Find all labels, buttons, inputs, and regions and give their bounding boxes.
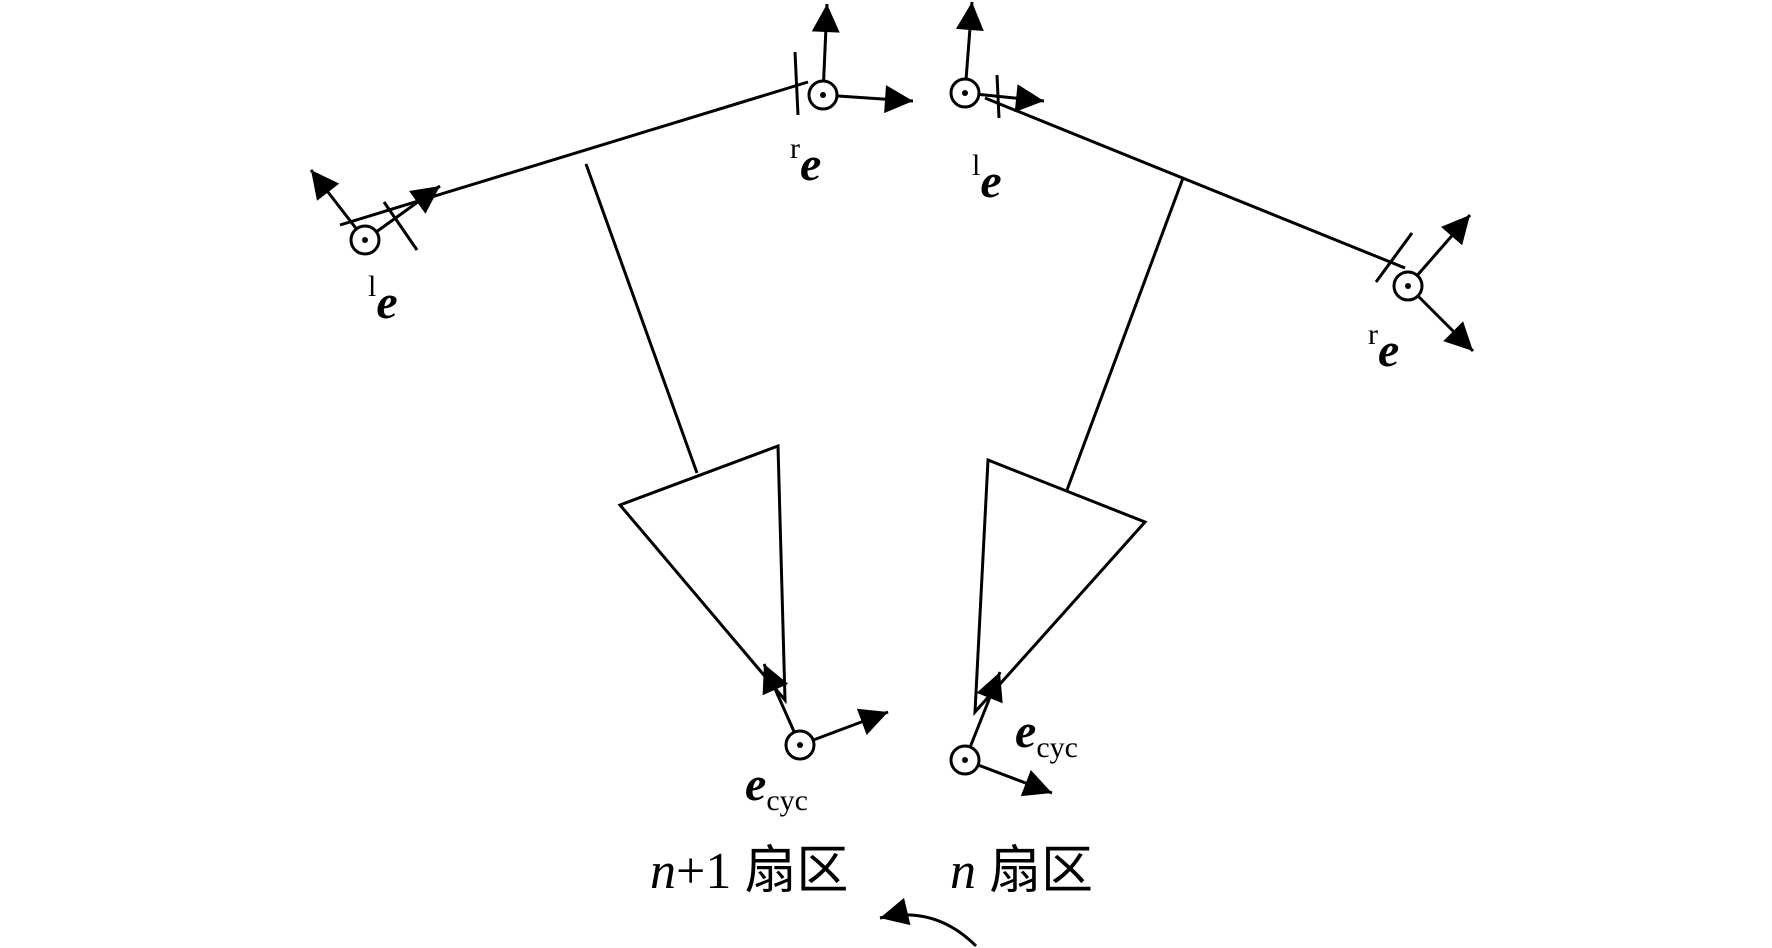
blade-right-span [984,96,1406,270]
label-left-l: le [368,270,398,329]
arrow-icon [963,671,1003,761]
blade-right-tick-outer [1374,232,1414,283]
blade-left-tick-outer [382,201,419,251]
frame-left-l [309,169,441,256]
blade-left [339,51,809,705]
blade-left-span [339,80,809,227]
blade-right-strut [1065,177,1185,491]
label-right-r: re [1368,318,1399,377]
blade-right [973,74,1414,717]
sector-label-left: n+1 扇区 [650,843,848,900]
rotation-direction-arrow-icon [879,897,978,948]
origin-dot-icon [362,237,368,243]
arrow-icon [1406,214,1472,287]
origin-dot-icon [1405,283,1411,289]
frame-cyc-right [949,671,1053,797]
origin-dot-icon [797,742,803,748]
frame-cyc-left [762,663,889,761]
frame-left-r [807,3,914,114]
origin-dot-icon [962,90,968,96]
blade-left-strut [584,163,699,474]
label-left-r: re [790,132,821,191]
sector-label-right: n 扇区 [950,843,1093,900]
label-right-l: le [972,149,1002,208]
blade-left-wedge [617,443,787,705]
blade-left-tick-inner [793,51,800,116]
blade-right-wedge [973,457,1148,717]
arrow-icon [799,708,889,747]
frame-right-l [949,1,1045,113]
origin-dot-icon [962,757,968,763]
label-cyc-left: ecyc [745,758,808,817]
label-cyc-right: ecyc [1015,705,1078,764]
frame-right-r [1392,214,1475,353]
origin-dot-icon [820,92,826,98]
arrow-icon [964,758,1053,797]
